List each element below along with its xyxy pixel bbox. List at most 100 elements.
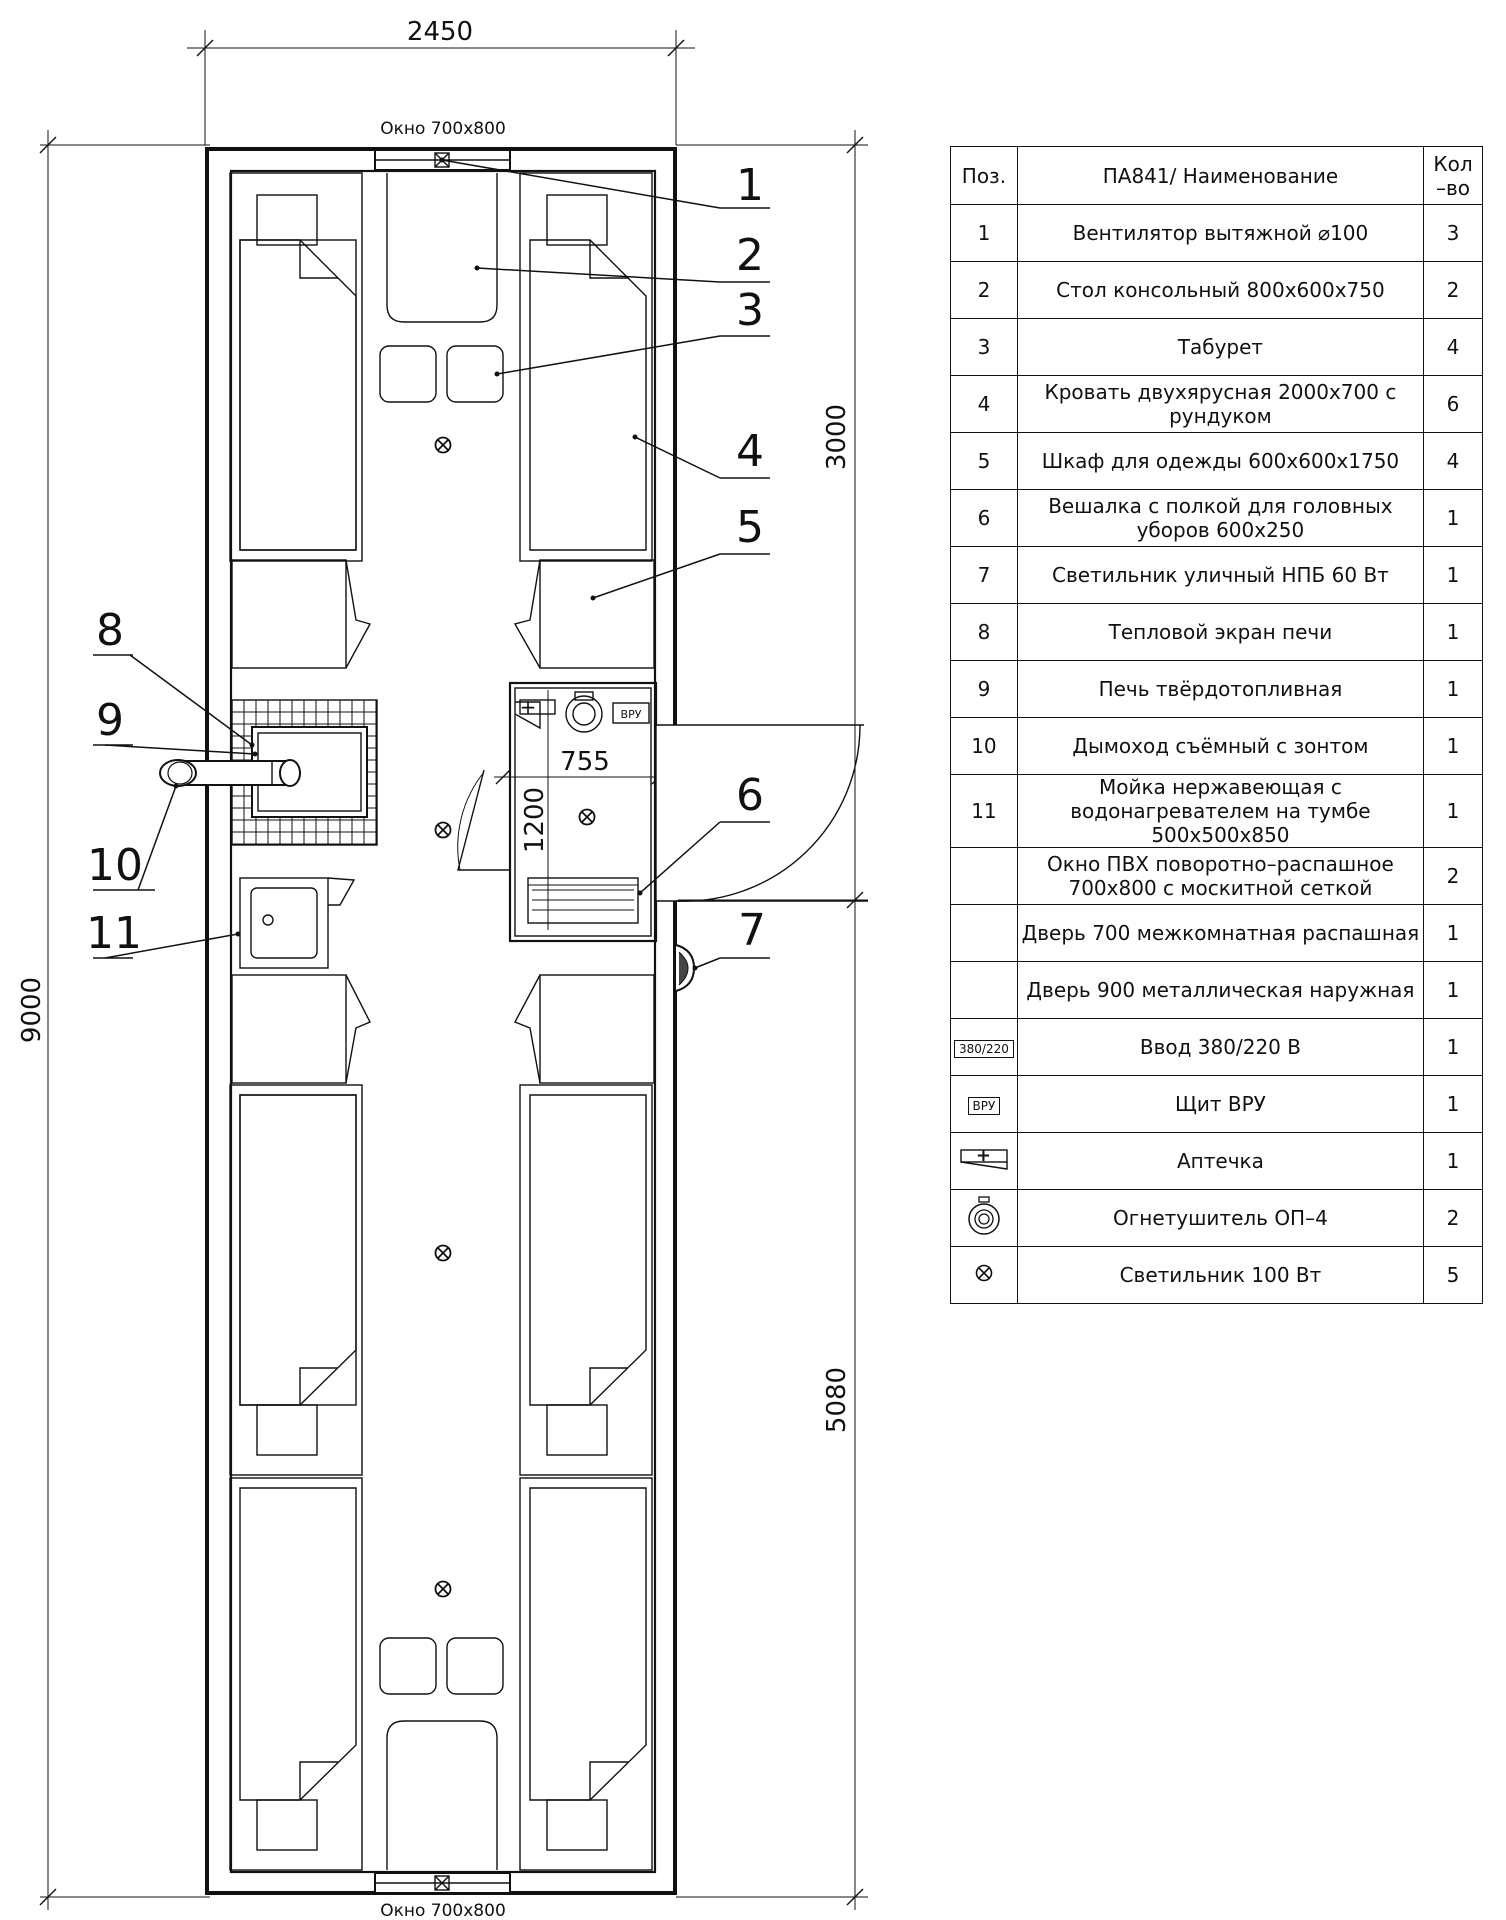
callout-3: 3 <box>494 285 770 377</box>
vru-symbol: ВРУ <box>621 708 642 721</box>
electrical-room: + ВРУ 755 1200 <box>457 681 670 943</box>
row-name: Стол консольный 800х600х750 <box>1016 261 1425 319</box>
row-name: Окно ПВХ поворотно–распашное 700х800 с м… <box>1016 847 1425 905</box>
row-name: Аптечка <box>1016 1132 1425 1190</box>
row-qty: 1 <box>1423 603 1483 661</box>
dim-inner-length: 1200 <box>520 787 550 853</box>
row-qty: 1 <box>1423 904 1483 962</box>
row-qty: 1 <box>1423 660 1483 718</box>
row-name: Светильник 100 Вт <box>1016 1246 1425 1304</box>
sink <box>239 877 356 969</box>
row-pos: 8 <box>950 603 1018 661</box>
callout-number: 5 <box>736 502 764 553</box>
lamp-icon <box>950 1246 1018 1304</box>
row-pos: 380/220 <box>950 1018 1018 1076</box>
first-aid-symbol: + <box>975 1144 992 1166</box>
row-name: Вентилятор вытяжной ⌀100 <box>1016 204 1425 262</box>
bed-bottom-right <box>519 1477 653 1871</box>
row-pos: 10 <box>950 717 1018 775</box>
container-walls <box>205 147 677 1895</box>
row-pos <box>950 847 1018 905</box>
row-qty: 1 <box>1423 717 1483 775</box>
row-qty: 2 <box>1423 1189 1483 1247</box>
header-qty: Кол –во <box>1423 146 1483 205</box>
table-row: Окно ПВХ поворотно–распашное 700х800 с м… <box>950 847 1483 905</box>
dimension-right: 3000 5080 <box>660 130 868 1910</box>
row-pos: 4 <box>950 375 1018 433</box>
dimension-length: 9000 <box>17 130 210 1910</box>
power-input-symbol: 380/220 <box>954 1039 1014 1058</box>
callout-number: 7 <box>738 905 766 956</box>
callout-number: 4 <box>736 426 764 477</box>
vru-symbol: ВРУ <box>967 1096 1001 1115</box>
lamp-icon <box>434 1244 452 1262</box>
row-pos: 6 <box>950 489 1018 547</box>
table-header-row: Поз. ПА841/ Наименование Кол –во <box>950 146 1483 205</box>
row-name: Щит ВРУ <box>1016 1075 1425 1133</box>
row-pos: 9 <box>950 660 1018 718</box>
row-pos <box>950 961 1018 1019</box>
row-name: Кровать двухярусная 2000х700 с рундуком <box>1016 375 1425 433</box>
row-qty: 3 <box>1423 204 1483 262</box>
dim-segment-bottom: 5080 <box>822 1367 852 1433</box>
row-qty: 1 <box>1423 1132 1483 1190</box>
external-door <box>655 724 868 902</box>
callout-number: 1 <box>736 160 764 211</box>
row-qty: 2 <box>1423 847 1483 905</box>
callout-7: 7 <box>692 905 770 971</box>
table-bottom <box>386 1720 498 1870</box>
callout-10: 10 <box>87 783 179 891</box>
dim-segment-top: 3000 <box>822 404 852 470</box>
stools-top <box>379 345 504 403</box>
row-name: Светильник уличный НПБ 60 Вт <box>1016 546 1425 604</box>
row-pos: ВРУ <box>950 1075 1018 1133</box>
row-pos: 11 <box>950 774 1018 848</box>
table-top <box>386 173 498 323</box>
row-name: Вешалка с полкой для головных уборов 600… <box>1016 489 1425 547</box>
lamp-icon <box>578 808 596 826</box>
callout-11: 11 <box>86 908 241 959</box>
callout-8: 8 <box>93 605 255 748</box>
header-qty-line1: Кол <box>1433 151 1473 176</box>
row-name: Дверь 900 металлическая наружная <box>1016 961 1425 1019</box>
row-qty: 1 <box>1423 489 1483 547</box>
row-pos: 3 <box>950 318 1018 376</box>
row-pos <box>950 904 1018 962</box>
callout-number: 8 <box>96 605 124 656</box>
callout-6: 6 <box>637 770 770 896</box>
row-name: Дверь 700 межкомнатная распашная <box>1016 904 1425 962</box>
row-qty: 6 <box>1423 375 1483 433</box>
bed-top-right <box>519 172 653 562</box>
extinguisher-icon <box>950 1189 1018 1247</box>
ceiling-lamps <box>434 436 596 1598</box>
row-pos: 5 <box>950 432 1018 490</box>
wardrobe-left-lower <box>231 974 371 1084</box>
callout-number: 6 <box>736 770 764 821</box>
lamp-icon <box>434 821 452 839</box>
row-name: Мойка нержавеющая с водонагревателем на … <box>1016 774 1425 848</box>
first-aid-symbol: + <box>520 695 537 719</box>
row-qty: 1 <box>1423 546 1483 604</box>
callout-1: 1 <box>439 157 770 211</box>
callout-5: 5 <box>590 502 770 601</box>
dim-inner-width: 755 <box>560 747 610 777</box>
callout-4: 4 <box>632 426 770 479</box>
wardrobe-right-upper <box>513 559 655 669</box>
callout-number: 2 <box>736 230 764 281</box>
